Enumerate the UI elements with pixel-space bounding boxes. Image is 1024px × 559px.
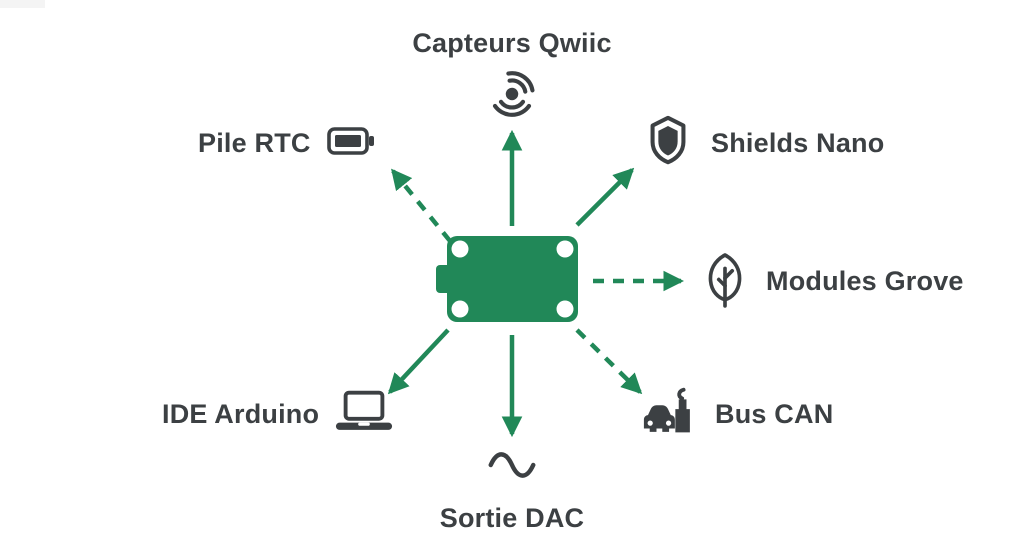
sine-wave-icon bbox=[487, 448, 537, 487]
arrow-shields-nano bbox=[575, 167, 635, 227]
laptop-icon bbox=[334, 389, 394, 440]
mount-hole bbox=[556, 300, 574, 318]
car-factory-icon bbox=[641, 385, 701, 444]
sensor-signal-icon bbox=[485, 67, 539, 126]
node-shields-nano: Shields Nano bbox=[641, 114, 884, 172]
leaf-icon bbox=[700, 248, 750, 315]
node-modules-grove: Modules Grove bbox=[700, 250, 964, 312]
modules-grove-label: Modules Grove bbox=[766, 266, 964, 296]
mount-hole bbox=[451, 300, 469, 318]
node-bus-can: Bus CAN bbox=[641, 387, 833, 441]
shields-nano-label: Shields Nano bbox=[711, 128, 885, 158]
arrows bbox=[387, 129, 685, 438]
ide-arduino-label: IDE Arduino bbox=[162, 399, 320, 429]
nano-board bbox=[436, 236, 578, 322]
arrow-bus-can bbox=[575, 328, 643, 395]
node-ide-arduino: IDE Arduino bbox=[162, 389, 394, 440]
arrow-ide-arduino bbox=[387, 328, 450, 395]
mount-hole bbox=[451, 240, 469, 258]
mount-hole bbox=[556, 240, 574, 258]
battery-icon bbox=[326, 124, 376, 163]
screen-artifact bbox=[0, 0, 45, 8]
board-pcb bbox=[447, 236, 578, 322]
node-capteurs-qwiic: Capteurs Qwiic bbox=[362, 26, 662, 126]
capteurs-qwiic-label: Capteurs Qwiic bbox=[412, 28, 612, 58]
arrow-pile-rtc bbox=[391, 168, 452, 243]
sortie-dac-label: Sortie DAC bbox=[439, 503, 585, 533]
bus-can-label: Bus CAN bbox=[715, 399, 834, 429]
shield-icon bbox=[641, 112, 695, 175]
pile-rtc-label: Pile RTC bbox=[198, 128, 311, 158]
node-pile-rtc: Pile RTC bbox=[198, 122, 376, 164]
node-sortie-dac: Sortie DAC bbox=[382, 448, 642, 535]
